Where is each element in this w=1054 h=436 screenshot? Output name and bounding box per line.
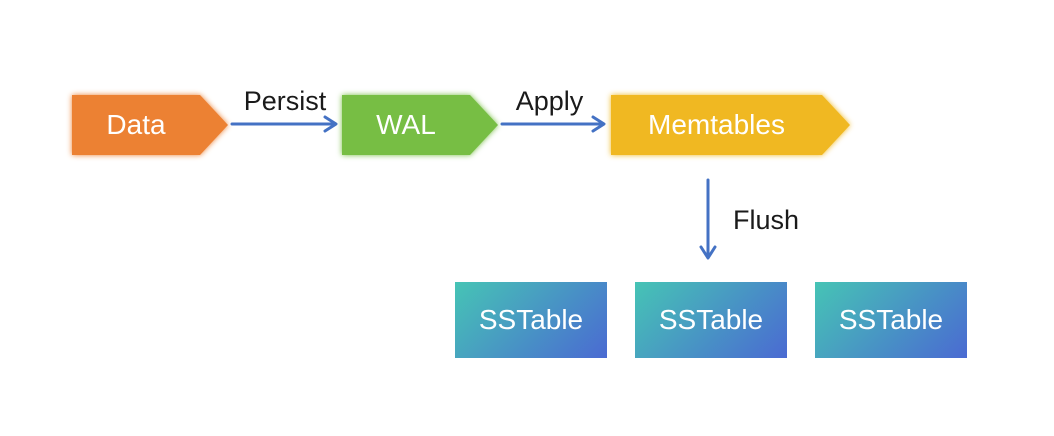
sstable-node-2-label: SSTable xyxy=(658,304,764,335)
sstable-node-1: SSTable xyxy=(455,282,607,358)
apply-arrow xyxy=(500,115,606,133)
flush-edge-label: Flush xyxy=(733,205,800,235)
persist-edge-label: Persist xyxy=(243,86,327,116)
flush-arrow xyxy=(699,178,717,260)
apply-edge-label: Apply xyxy=(515,86,584,116)
memtables-node-label: Memtables xyxy=(648,109,785,140)
wal-node-label: WAL xyxy=(376,109,436,140)
sstable-node-2: SSTable xyxy=(635,282,787,358)
sstable-node-1-label: SSTable xyxy=(478,304,584,335)
memtables-node: Memtables xyxy=(611,95,850,155)
sstable-node-3-label: SSTable xyxy=(838,304,944,335)
wal-node-shape: WAL xyxy=(342,95,498,155)
data-node-label: Data xyxy=(106,109,166,140)
data-node-shape: Data xyxy=(72,95,228,155)
persist-arrow xyxy=(230,115,338,133)
data-node: Data xyxy=(72,95,228,155)
sstable-node-3: SSTable xyxy=(815,282,967,358)
wal-node: WAL xyxy=(342,95,498,155)
memtables-node-shape: Memtables xyxy=(611,95,850,155)
